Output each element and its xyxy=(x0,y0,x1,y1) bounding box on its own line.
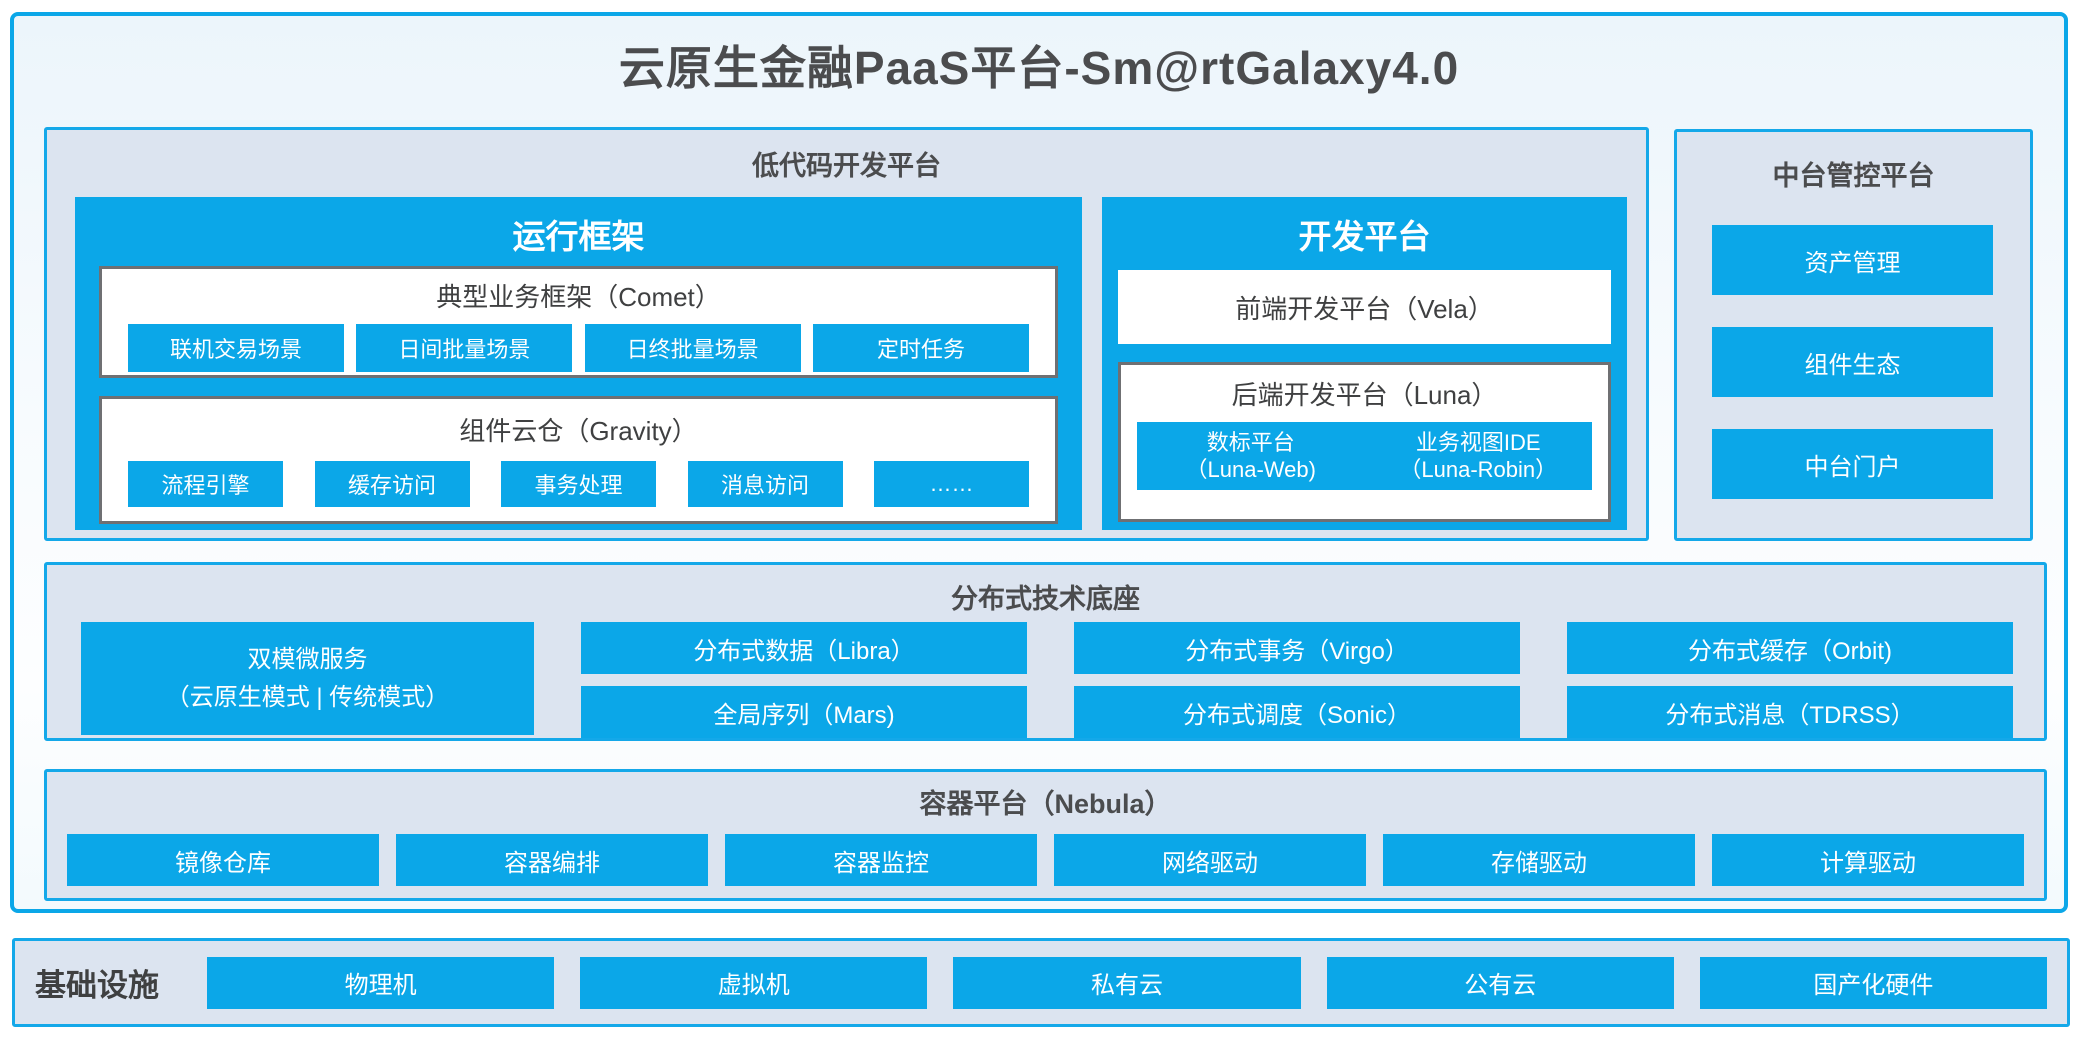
distributed-item: 分布式消息（TDRSS） xyxy=(1567,686,2013,738)
luna-item: 业务视图IDE （Luna-Robin） xyxy=(1364,422,1592,490)
distributed-base-panel: 分布式技术底座 双模微服务 （云原生模式 | 传统模式） 分布式数据（Libra… xyxy=(44,562,2047,741)
mid-platform-item: 中台门户 xyxy=(1712,429,1993,499)
infrastructure-item: 公有云 xyxy=(1326,956,1674,1009)
luna-items-row: 数标平台 （Luna-Web) 业务视图IDE （Luna-Robin） xyxy=(1121,412,1608,490)
gravity-item: 消息访问 xyxy=(687,461,843,507)
distributed-item: 全局序列（Mars) xyxy=(581,686,1027,738)
lowcode-panel: 低代码开发平台 运行框架 典型业务框架（Comet） 联机交易场景 日间批量场景… xyxy=(44,127,1649,541)
dev-platform-title: 开发平台 xyxy=(1298,218,1431,255)
dual-mode-line1: 双模微服务 xyxy=(247,646,368,674)
gravity-item-ellipsis: …… xyxy=(874,461,1029,507)
mid-platform-item: 资产管理 xyxy=(1712,225,1993,295)
luna-item-code: （Luna-Robin） xyxy=(1399,457,1558,482)
comet-item: 定时任务 xyxy=(812,324,1029,372)
container-item: 镜像仓库 xyxy=(67,834,379,886)
container-platform-title: 容器平台（Nebula） xyxy=(919,789,1172,819)
mid-platform-panel: 中台管控平台 资产管理 组件生态 中台门户 xyxy=(1674,129,2033,541)
gravity-box: 组件云仓（Gravity） 流程引擎 缓存访问 事务处理 消息访问 …… xyxy=(99,396,1058,524)
luna-item-name: 业务视图IDE xyxy=(1415,429,1541,455)
page-title: 云原生金融PaaS平台-Sm@rtGalaxy4.0 xyxy=(618,42,1460,94)
comet-title: 典型业务框架（Comet） xyxy=(436,282,721,312)
lowcode-panel-title: 低代码开发平台 xyxy=(752,151,941,181)
comet-item: 日间批量场景 xyxy=(356,324,573,372)
container-item: 存储驱动 xyxy=(1383,834,1695,886)
main-container: 云原生金融PaaS平台-Sm@rtGalaxy4.0 低代码开发平台 运行框架 … xyxy=(10,12,2068,913)
container-item: 容器编排 xyxy=(396,834,708,886)
gravity-item: 流程引擎 xyxy=(128,461,283,507)
runtime-framework-title: 运行框架 xyxy=(512,218,645,255)
comet-item: 日终批量场景 xyxy=(584,324,801,372)
dual-mode-microservice-box: 双模微服务 （云原生模式 | 传统模式） xyxy=(81,622,534,735)
luna-item: 数标平台 （Luna-Web) xyxy=(1137,422,1365,490)
gravity-item: 事务处理 xyxy=(501,461,656,507)
comet-item: 联机交易场景 xyxy=(128,324,344,372)
comet-items-row: 联机交易场景 日间批量场景 日终批量场景 定时任务 xyxy=(102,314,1055,372)
infrastructure-item: 国产化硬件 xyxy=(1699,956,2048,1009)
distributed-item: 分布式缓存（Orbit) xyxy=(1567,622,2013,674)
container-item: 网络驱动 xyxy=(1054,834,1366,886)
distributed-item: 分布式调度（Sonic） xyxy=(1074,686,1520,738)
dev-platform-box: 开发平台 前端开发平台（Vela） 后端开发平台（Luna） 数标平台 （Lun… xyxy=(1102,197,1627,530)
distributed-base-title: 分布式技术底座 xyxy=(951,584,1140,614)
infrastructure-items-row: 物理机 虚拟机 私有云 公有云 国产化硬件 xyxy=(207,956,2048,1009)
distributed-item: 分布式事务（Virgo） xyxy=(1074,622,1520,674)
runtime-framework-box: 运行框架 典型业务框架（Comet） 联机交易场景 日间批量场景 日终批量场景 … xyxy=(75,197,1082,530)
infrastructure-panel: 基础设施 物理机 虚拟机 私有云 公有云 国产化硬件 xyxy=(12,938,2070,1027)
container-item: 计算驱动 xyxy=(1712,834,2024,886)
container-items-row: 镜像仓库 容器编排 容器监控 网络驱动 存储驱动 计算驱动 xyxy=(67,834,2024,886)
gravity-items-row: 流程引擎 缓存访问 事务处理 消息访问 …… xyxy=(102,448,1055,507)
luna-box: 后端开发平台（Luna） 数标平台 （Luna-Web) 业务视图IDE （Lu… xyxy=(1118,362,1611,522)
mid-platform-title: 中台管控平台 xyxy=(1772,161,1935,191)
luna-item-code: （Luna-Web) xyxy=(1185,457,1316,482)
container-item: 容器监控 xyxy=(725,834,1037,886)
infrastructure-item: 私有云 xyxy=(953,956,1301,1009)
luna-title: 后端开发平台（Luna） xyxy=(1231,380,1498,410)
gravity-title: 组件云仓（Gravity） xyxy=(459,416,698,446)
infrastructure-item: 物理机 xyxy=(207,956,555,1009)
gravity-item: 缓存访问 xyxy=(314,461,470,507)
infrastructure-label: 基础设施 xyxy=(35,968,159,1003)
comet-box: 典型业务框架（Comet） 联机交易场景 日间批量场景 日终批量场景 定时任务 xyxy=(99,266,1058,378)
vela-box: 前端开发平台（Vela） xyxy=(1118,270,1611,344)
luna-item-name: 数标平台 xyxy=(1206,429,1295,455)
distributed-item: 分布式数据（Libra） xyxy=(581,622,1027,674)
mid-platform-item: 组件生态 xyxy=(1712,327,1993,397)
container-platform-panel: 容器平台（Nebula） 镜像仓库 容器编排 容器监控 网络驱动 存储驱动 计算… xyxy=(44,769,2047,901)
dual-mode-line2: （云原生模式 | 传统模式） xyxy=(165,683,450,711)
infrastructure-item: 虚拟机 xyxy=(580,956,928,1009)
